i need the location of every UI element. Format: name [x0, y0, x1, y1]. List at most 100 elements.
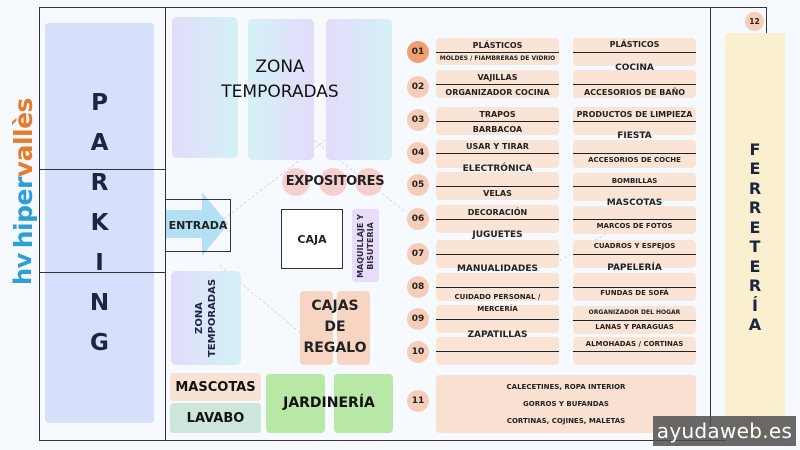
shelf-label: USAR Y TIRAR: [466, 142, 529, 151]
shelf-label: PLÁSTICOS: [609, 40, 660, 49]
shelf-label: ZAPATILLAS: [467, 330, 528, 340]
shelf-divider: [436, 319, 559, 320]
hardware-letter: Í: [752, 295, 758, 315]
seasonal-shelf: [172, 17, 238, 158]
shelf-divider: [436, 186, 559, 187]
parking-divider: [39, 272, 166, 273]
shelf-label: PLÁSTICOS: [472, 41, 523, 50]
shelf-label: MANUALIDADES: [456, 264, 539, 274]
checkout: CAJA: [281, 209, 343, 269]
hardware-letter: R: [748, 198, 762, 217]
aisle-number-badge: 04: [407, 142, 429, 164]
aisle-number-badge: 12: [745, 12, 764, 31]
logo-text-part1: hiper: [8, 177, 38, 249]
shelf-divider: [573, 351, 696, 352]
seasonal-zone-line2: TEMPORADAS: [221, 82, 339, 102]
parking-letter: A: [90, 130, 109, 156]
aisle-number-badge: 08: [407, 276, 429, 298]
shelf-label: FIESTA: [617, 131, 652, 141]
gift-label-line1: CAJAS: [311, 298, 359, 314]
seasonal-zone-line1: ZONA: [255, 57, 305, 77]
makeup-jewelry-label: MAQUILLAJE Y BISUTERIA: [356, 214, 376, 278]
hardware-letter: E: [749, 217, 761, 237]
shelf-divider: [573, 320, 696, 321]
shelf-label: CALECETINES, ROPA INTERIOR: [506, 382, 626, 391]
shelf-label: MOLDES / FIAMBRERAS DE VIDRIO: [439, 55, 556, 62]
shelf-label: VELAS: [483, 189, 512, 198]
display-stand-circle: [319, 168, 347, 196]
aisle-number-badge: 02: [407, 76, 429, 98]
logo-text-part2: vallès: [8, 98, 38, 178]
parking-divider: [39, 169, 166, 170]
shelf-label: ELECTRÓNICA: [462, 164, 533, 174]
shelf-label: PAPELERÍA: [607, 263, 662, 273]
parking-letter: G: [90, 330, 109, 356]
makeup-jewelry-area: MAQUILLAJE Y BISUTERIA: [352, 209, 379, 282]
shelf-divider: [436, 219, 559, 220]
shelf-block: [573, 140, 696, 168]
watermark: ayudaweb.es: [653, 416, 796, 446]
shelf-divider: [573, 52, 696, 53]
shelf-divider: [436, 254, 559, 255]
seasonal-zone-small: ZONA TEMPORADAS: [171, 271, 241, 365]
parking-letter: K: [90, 210, 109, 236]
shelf-divider: [573, 121, 696, 122]
parking-letter: R: [90, 170, 109, 196]
shelf-label: ORGANIZADOR DEL HOGAR: [588, 309, 681, 316]
parking-letter: I: [95, 250, 104, 276]
shelf-label: MARCOS DE FOTOS: [596, 222, 673, 230]
garden-label: JARDINERÍA: [283, 395, 375, 411]
gift-box-shelf: [300, 291, 333, 365]
hipervalles-logo: hv hiper vallès: [8, 98, 38, 285]
shelf-label: ORGANIZADOR COCINA: [445, 88, 550, 97]
display-stands-label: EXPOSITORES: [285, 174, 385, 189]
aisle-number-badge: 07: [407, 243, 429, 265]
aisle-number-badge: 06: [407, 208, 429, 230]
hardware-letter: R: [748, 178, 762, 198]
shelf-label: CUIDADO PERSONAL /: [454, 293, 541, 301]
parking-label: P A R K I N G: [90, 83, 109, 363]
gift-boxes-label: CAJAS DE REGALO: [300, 296, 370, 359]
shelf-block: [436, 38, 559, 65]
shelf-label: ACCESORIOS DE BAÑO: [583, 88, 686, 97]
shelf-label: CORTINAS, COJINES, MALETAS: [506, 417, 626, 426]
makeup-label-line2: BISUTERIA: [365, 221, 375, 270]
hardware-letter: A: [748, 315, 762, 334]
shelf-label: CUADROS Y ESPEJOS: [593, 242, 676, 250]
hardware-area: F E R R E T E R Í A: [725, 33, 785, 441]
shelf-divider: [573, 254, 696, 255]
aisle-number-badge: 09: [407, 308, 429, 330]
shelf-divider: [436, 351, 559, 352]
restroom: LAVABO: [170, 403, 261, 433]
shelf-label: LANAS Y PARAGUAS: [595, 323, 674, 331]
seasonal-shelf: [248, 19, 314, 160]
shelf-divider: [436, 52, 559, 53]
hardware-letter: E: [749, 159, 761, 178]
aisle-number-badge: 01: [407, 41, 429, 63]
shelf-block: [573, 206, 696, 234]
shelf-label: MERCERÍA: [477, 305, 518, 313]
shelf-block: [436, 140, 559, 168]
shelf-label: BARBACOA: [472, 125, 523, 134]
parking-area: P A R K I N G: [45, 23, 154, 423]
aisle-number-badge: 11: [407, 390, 429, 412]
shelf-block: [573, 173, 696, 201]
aisle-number-badge: 10: [407, 341, 429, 363]
entrance-arrow-icon: [166, 192, 228, 256]
aisle-11-block: CALECETINES, ROPA INTERIOR GORROS Y BUFA…: [436, 375, 696, 433]
hardware-letter: E: [749, 256, 761, 276]
seasonal-small-line1: ZONA: [194, 302, 205, 334]
hardware-label: F E R R E T E R Í A: [749, 140, 761, 335]
hardware-letter: T: [749, 237, 761, 256]
shelf-divider: [436, 84, 559, 85]
shelf-label: MASCOTAS: [606, 198, 663, 208]
shelf-divider: [573, 84, 696, 85]
shelf-label: TRAPOS: [479, 110, 516, 119]
shelf-divider: [436, 153, 559, 154]
shelf-divider: [573, 186, 696, 187]
gift-box-shelf: [337, 291, 370, 365]
seasonal-zone-small-label: ZONA TEMPORADAS: [193, 279, 219, 357]
shelf-divider: [573, 153, 696, 154]
shelf-divider: [573, 219, 696, 220]
entrance: ENTRADA: [165, 199, 231, 252]
